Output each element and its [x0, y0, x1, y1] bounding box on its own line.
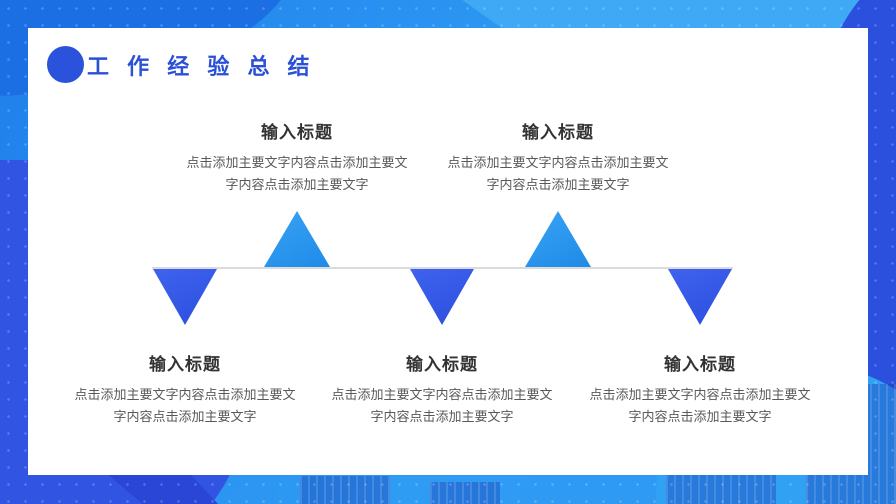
timeline-marker-down-1	[153, 269, 217, 325]
item-body-line2: 字内容点击添加主要文字	[628, 409, 772, 424]
item-body-line1: 点击添加主要文字内容点击添加主要文	[74, 387, 296, 402]
item-body-line2: 字内容点击添加主要文字	[370, 409, 514, 424]
item-title[interactable]: 输入标题	[149, 355, 221, 374]
item-title[interactable]: 输入标题	[522, 123, 594, 142]
content-card: 工 作 经 验 总 结 输入标题 点击添加主要文字内容点击添加主要文 字内容点击…	[28, 28, 868, 475]
bg-building-silhouette	[430, 482, 500, 504]
item-body-line1: 点击添加主要文字内容点击添加主要文	[331, 387, 553, 402]
placeholder-block-bottom-1[interactable]: 输入标题 点击添加主要文字内容点击添加主要文 字内容点击添加主要文字	[45, 350, 325, 428]
item-title[interactable]: 输入标题	[664, 355, 736, 374]
item-title[interactable]: 输入标题	[261, 123, 333, 142]
bg-building-silhouette	[300, 476, 390, 504]
item-body-line2: 字内容点击添加主要文字	[486, 177, 630, 192]
item-body-line1: 点击添加主要文字内容点击添加主要文	[186, 155, 408, 170]
item-body-line1: 点击添加主要文字内容点击添加主要文	[447, 155, 669, 170]
item-body[interactable]: 点击添加主要文字内容点击添加主要文 字内容点击添加主要文字	[45, 384, 325, 428]
placeholder-block-top-2[interactable]: 输入标题 点击添加主要文字内容点击添加主要文 字内容点击添加主要文字	[418, 118, 698, 196]
timeline-marker-up-2	[525, 211, 591, 267]
timeline-line	[152, 267, 733, 269]
item-body[interactable]: 点击添加主要文字内容点击添加主要文 字内容点击添加主要文字	[302, 384, 582, 428]
placeholder-block-bottom-2[interactable]: 输入标题 点击添加主要文字内容点击添加主要文 字内容点击添加主要文字	[302, 350, 582, 428]
placeholder-block-bottom-3[interactable]: 输入标题 点击添加主要文字内容点击添加主要文 字内容点击添加主要文字	[560, 350, 840, 428]
timeline-marker-down-3	[668, 269, 732, 325]
page-title: 工 作 经 验 总 结	[87, 53, 316, 79]
slide-header: 工 作 经 验 总 结	[47, 46, 316, 83]
placeholder-block-top-1[interactable]: 输入标题 点击添加主要文字内容点击添加主要文 字内容点击添加主要文字	[157, 118, 437, 196]
item-body-line1: 点击添加主要文字内容点击添加主要文	[589, 387, 811, 402]
timeline-marker-down-2	[410, 269, 474, 325]
item-body-line2: 字内容点击添加主要文字	[113, 409, 257, 424]
timeline-marker-up-1	[264, 211, 330, 267]
item-body[interactable]: 点击添加主要文字内容点击添加主要文 字内容点击添加主要文字	[157, 152, 437, 196]
item-body[interactable]: 点击添加主要文字内容点击添加主要文 字内容点击添加主要文字	[418, 152, 698, 196]
item-body-line2: 字内容点击添加主要文字	[225, 177, 369, 192]
item-body[interactable]: 点击添加主要文字内容点击添加主要文 字内容点击添加主要文字	[560, 384, 840, 428]
item-title[interactable]: 输入标题	[406, 355, 478, 374]
title-bullet-circle-icon	[47, 46, 84, 83]
